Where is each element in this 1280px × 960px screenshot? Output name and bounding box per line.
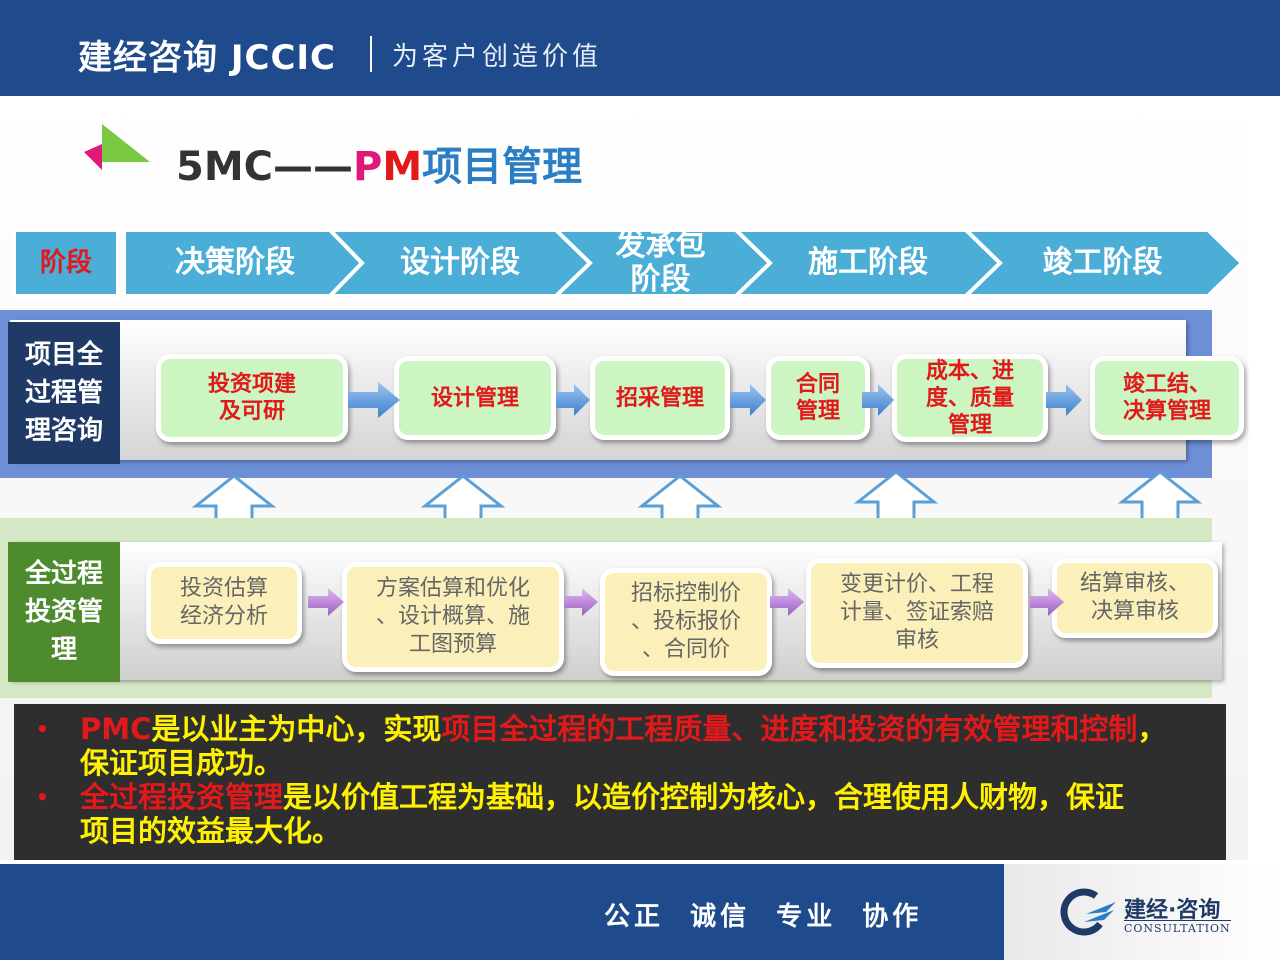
- summary-text-1b: 是以业主为中心，实现: [151, 712, 442, 746]
- pm-box-investment: 投资项建 及可研: [156, 354, 348, 442]
- pm-box-settlement: 竣工结、 决算管理: [1090, 356, 1244, 440]
- pm-box-design: 设计管理: [394, 356, 556, 440]
- triangle-logo-icon: [84, 124, 150, 170]
- title-prefix: 5MC——: [176, 144, 353, 190]
- company-logo-icon: [1060, 888, 1116, 936]
- stage-design: 设计阶段: [400, 245, 520, 280]
- footer-logo-area: [1004, 864, 1280, 960]
- summary-line-2-cont: 项目的效益最大化。: [28, 814, 1212, 848]
- pm-box-contract: 合同 管理: [766, 356, 870, 440]
- cost-box-settlement: 结算审核、 决算审核: [1052, 558, 1218, 638]
- summary-line-1: • PMC是以业主为中心，实现项目全过程的工程质量、进度和投资的有效管理和控制，: [28, 712, 1212, 746]
- cost-box-tender-price: 招标控制价 、投标报价 、合同价: [600, 568, 772, 676]
- header-company: 建经咨询 JCCIC: [78, 38, 336, 78]
- footer-slogan: 公正 诚信 专业 协作: [604, 902, 923, 932]
- bullet-1: •: [36, 717, 49, 741]
- summary-text-2a: 全过程投资管理: [80, 780, 284, 814]
- header-slogan: 为客户创造价值: [392, 42, 603, 72]
- pm-row-label: 项目全 过程管 理咨询: [8, 322, 120, 464]
- summary-pmc: PMC: [80, 712, 152, 746]
- stage-label: 阶段: [39, 248, 92, 278]
- summary-text-1e: 保证项目成功。: [80, 746, 284, 780]
- logo-text-cn: 建经·咨询: [1124, 898, 1221, 923]
- stage-construction: 施工阶段: [808, 245, 928, 280]
- summary-text-1d: ，: [1137, 712, 1167, 746]
- title-p: P: [353, 144, 383, 190]
- logo-text-en: CONSULTATION: [1124, 920, 1231, 935]
- stage-bar-graphic: [12, 228, 1245, 298]
- page-title: 5MC——PM项目管理: [176, 134, 582, 192]
- title-m: M: [382, 144, 423, 190]
- bullet-2: •: [36, 785, 49, 809]
- cost-row-label: 全过程 投资管 理: [8, 542, 120, 682]
- stage-decision: 决策阶段: [175, 245, 295, 280]
- summary-text-2b: 是以价值工程为基础，以造价控制为核心，合理使用人财物，保证: [283, 780, 1125, 814]
- cost-arrows: [308, 588, 1064, 616]
- header-separator: [370, 36, 372, 72]
- pm-arrows: [348, 382, 1082, 418]
- summary-line-1-cont: 保证项目成功。: [28, 746, 1212, 780]
- cost-box-budget: 方案估算和优化 、设计概算、施 工图预算: [342, 562, 564, 672]
- summary-text-2c: 项目的效益最大化。: [80, 814, 342, 848]
- header-bar: [0, 0, 1280, 96]
- summary-line-2: • 全过程投资管理是以价值工程为基础，以造价控制为核心，合理使用人财物，保证: [28, 780, 1212, 814]
- summary-text-1c: 项目全过程的工程质量、进度和投资的有效管理和控制: [441, 712, 1138, 746]
- footer-bar: [0, 864, 1004, 960]
- cost-box-estimate: 投资估算 经济分析: [146, 562, 302, 644]
- summary-box: • PMC是以业主为中心，实现项目全过程的工程质量、进度和投资的有效管理和控制，…: [14, 704, 1226, 860]
- stage-completion: 竣工阶段: [1042, 245, 1163, 280]
- pm-box-cost-schedule: 成本、进 度、质量 管理: [892, 354, 1048, 442]
- pm-box-procurement: 招采管理: [590, 356, 730, 440]
- cost-box-change: 变更计价、工程 计量、签证索赔 审核: [806, 558, 1028, 668]
- title-rest: 项目管理: [422, 144, 583, 190]
- stage-bidding: 发承包 阶段: [615, 228, 706, 297]
